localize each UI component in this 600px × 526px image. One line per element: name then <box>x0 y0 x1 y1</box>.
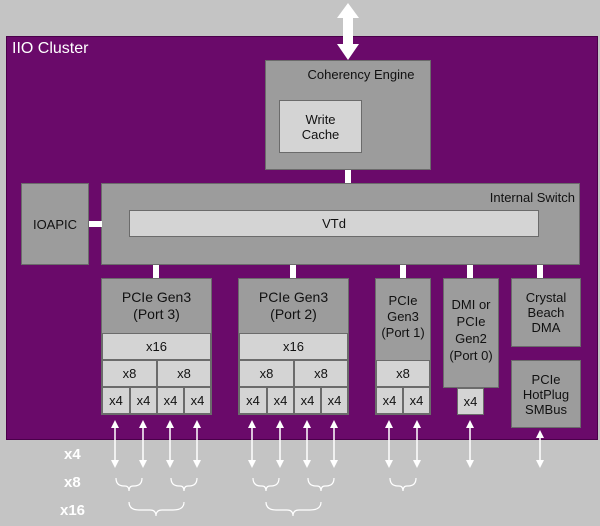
ioapic: IOAPIC <box>21 183 89 265</box>
legend-x16: x16 <box>60 502 86 519</box>
port2-x4-d: x4 <box>321 387 348 414</box>
legend-x8: x8 <box>64 474 81 491</box>
crystal-beach-dma: Crystal Beach DMA <box>511 278 581 347</box>
internal-switch-label: Internal Switch <box>489 190 575 205</box>
write-cache: Write Cache <box>279 100 362 153</box>
connector-ioapic-switch <box>89 221 102 227</box>
cluster-title: IIO Cluster <box>12 40 89 57</box>
hotplug-label: PCIe HotPlug SMBus <box>522 371 570 417</box>
ioapic-label: IOAPIC <box>32 216 78 232</box>
port2-x8-a: x8 <box>239 360 294 387</box>
port0-x4: x4 <box>457 388 484 415</box>
connector-crystal <box>537 265 543 279</box>
pcie-hotplug-smbus: PCIe HotPlug SMBus <box>511 360 581 428</box>
port2-x4-a: x4 <box>239 387 267 414</box>
pcie-port3-label: PCIe Gen3 (Port 3) <box>121 289 192 322</box>
connector-port1 <box>400 265 406 279</box>
connector-ce-switch <box>345 170 351 184</box>
port2-x4-b: x4 <box>267 387 294 414</box>
write-cache-label: Write Cache <box>301 111 340 142</box>
port2-x4-c: x4 <box>294 387 321 414</box>
connector-port2 <box>290 265 296 279</box>
dmi-port0-label: DMI or PCIe Gen2 (Port 0) <box>449 297 493 363</box>
port1-x4-a: x4 <box>376 387 403 414</box>
vtd-label: VTd <box>322 216 346 231</box>
lane-arrows <box>111 420 544 468</box>
crystal-beach-label: Crystal Beach DMA <box>525 290 567 335</box>
port3-x4-c: x4 <box>157 387 184 414</box>
port3-x16: x16 <box>102 333 211 360</box>
vtd-block: VTd <box>129 210 539 237</box>
port3-x8-a: x8 <box>102 360 157 387</box>
port2-x8-b: x8 <box>294 360 348 387</box>
dmi-port0 <box>443 278 499 388</box>
coherency-engine-label: Coherency Engine <box>307 67 415 82</box>
connector-port0 <box>467 265 473 279</box>
port3-x8-b: x8 <box>157 360 211 387</box>
pcie-port1-label: PCIe Gen3 (Port 1) <box>381 293 425 340</box>
lane-braces <box>115 477 417 517</box>
port3-x4-d: x4 <box>184 387 211 414</box>
port1-x4-b: x4 <box>403 387 430 414</box>
port3-x4-a: x4 <box>102 387 130 414</box>
port1-x8: x8 <box>376 360 430 387</box>
port2-x16: x16 <box>239 333 348 360</box>
pcie-port2-label: PCIe Gen3 (Port 2) <box>258 289 329 322</box>
port3-x4-b: x4 <box>130 387 157 414</box>
legend-x4: x4 <box>64 446 81 463</box>
connector-port3 <box>153 265 159 279</box>
